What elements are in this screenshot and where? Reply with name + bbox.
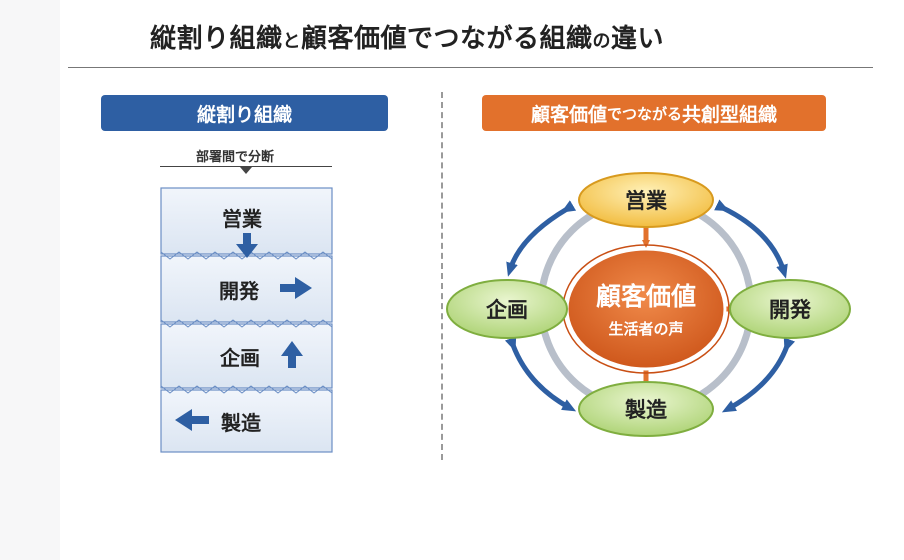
title-part-2: 顧客価値でつながる組織 bbox=[301, 24, 593, 54]
dept-label-dev: 開発 bbox=[219, 279, 259, 303]
node-dev-label: 開発 bbox=[769, 298, 812, 322]
title-underline bbox=[68, 67, 873, 68]
silo-arrow-right-icon bbox=[280, 277, 312, 299]
cocreation-banner-part-2: でつながる bbox=[606, 104, 682, 123]
dept-label-sales: 営業 bbox=[222, 207, 262, 231]
cocreation-org-banner: 顧客価値でつながる共創型組織 bbox=[482, 95, 826, 131]
link-arrow-dev-mfg bbox=[721, 337, 796, 413]
center-node-title: 顧客価値 bbox=[596, 282, 696, 311]
link-arrow-planning-sales bbox=[506, 200, 577, 277]
silo-arrow-down-icon bbox=[236, 233, 258, 258]
title-part-3: 違い bbox=[611, 24, 665, 54]
tear-line-2 bbox=[160, 319, 333, 328]
node-mfg-label: 製造 bbox=[624, 398, 668, 422]
link-arrow-mfg-planning bbox=[504, 336, 577, 412]
center-divider bbox=[441, 92, 443, 460]
dept-label-mfg: 製造 bbox=[221, 411, 261, 435]
node-sales bbox=[578, 172, 714, 228]
siloed-org-banner-label: 縦割り組織 bbox=[196, 103, 292, 126]
center-node-subtitle: 生活者の声 bbox=[608, 320, 683, 338]
page-title: 縦割り組織と顧客価値でつながる組織の違い bbox=[150, 18, 664, 55]
node-dev bbox=[729, 279, 851, 339]
divided-label-pointer bbox=[240, 167, 252, 174]
node-planning-label: 企画 bbox=[485, 298, 528, 322]
cocreation-banner-part-3: 共創型組織 bbox=[682, 103, 778, 126]
cocreation-banner-part-1: 顧客価値 bbox=[530, 103, 607, 126]
silo-arrow-left-icon bbox=[175, 409, 209, 431]
node-sales-label: 営業 bbox=[625, 189, 668, 213]
node-mfg bbox=[578, 381, 714, 437]
title-joiner: と bbox=[282, 31, 302, 52]
left-margin-strip bbox=[0, 0, 60, 560]
tear-line-3 bbox=[160, 385, 333, 394]
siloed-org-banner: 縦割り組織 bbox=[101, 95, 388, 131]
divided-label-rule bbox=[160, 166, 332, 167]
link-arrow-sales-dev bbox=[714, 199, 788, 279]
dept-label-planning: 企画 bbox=[220, 346, 260, 370]
title-part-1: 縦割り組織 bbox=[150, 24, 283, 54]
silo-arrow-up-icon bbox=[281, 341, 303, 368]
title-joiner-2: の bbox=[592, 31, 612, 52]
silo-block-planning bbox=[160, 323, 333, 389]
node-planning bbox=[446, 279, 568, 339]
divided-label: 部署間で分断 bbox=[196, 150, 275, 165]
